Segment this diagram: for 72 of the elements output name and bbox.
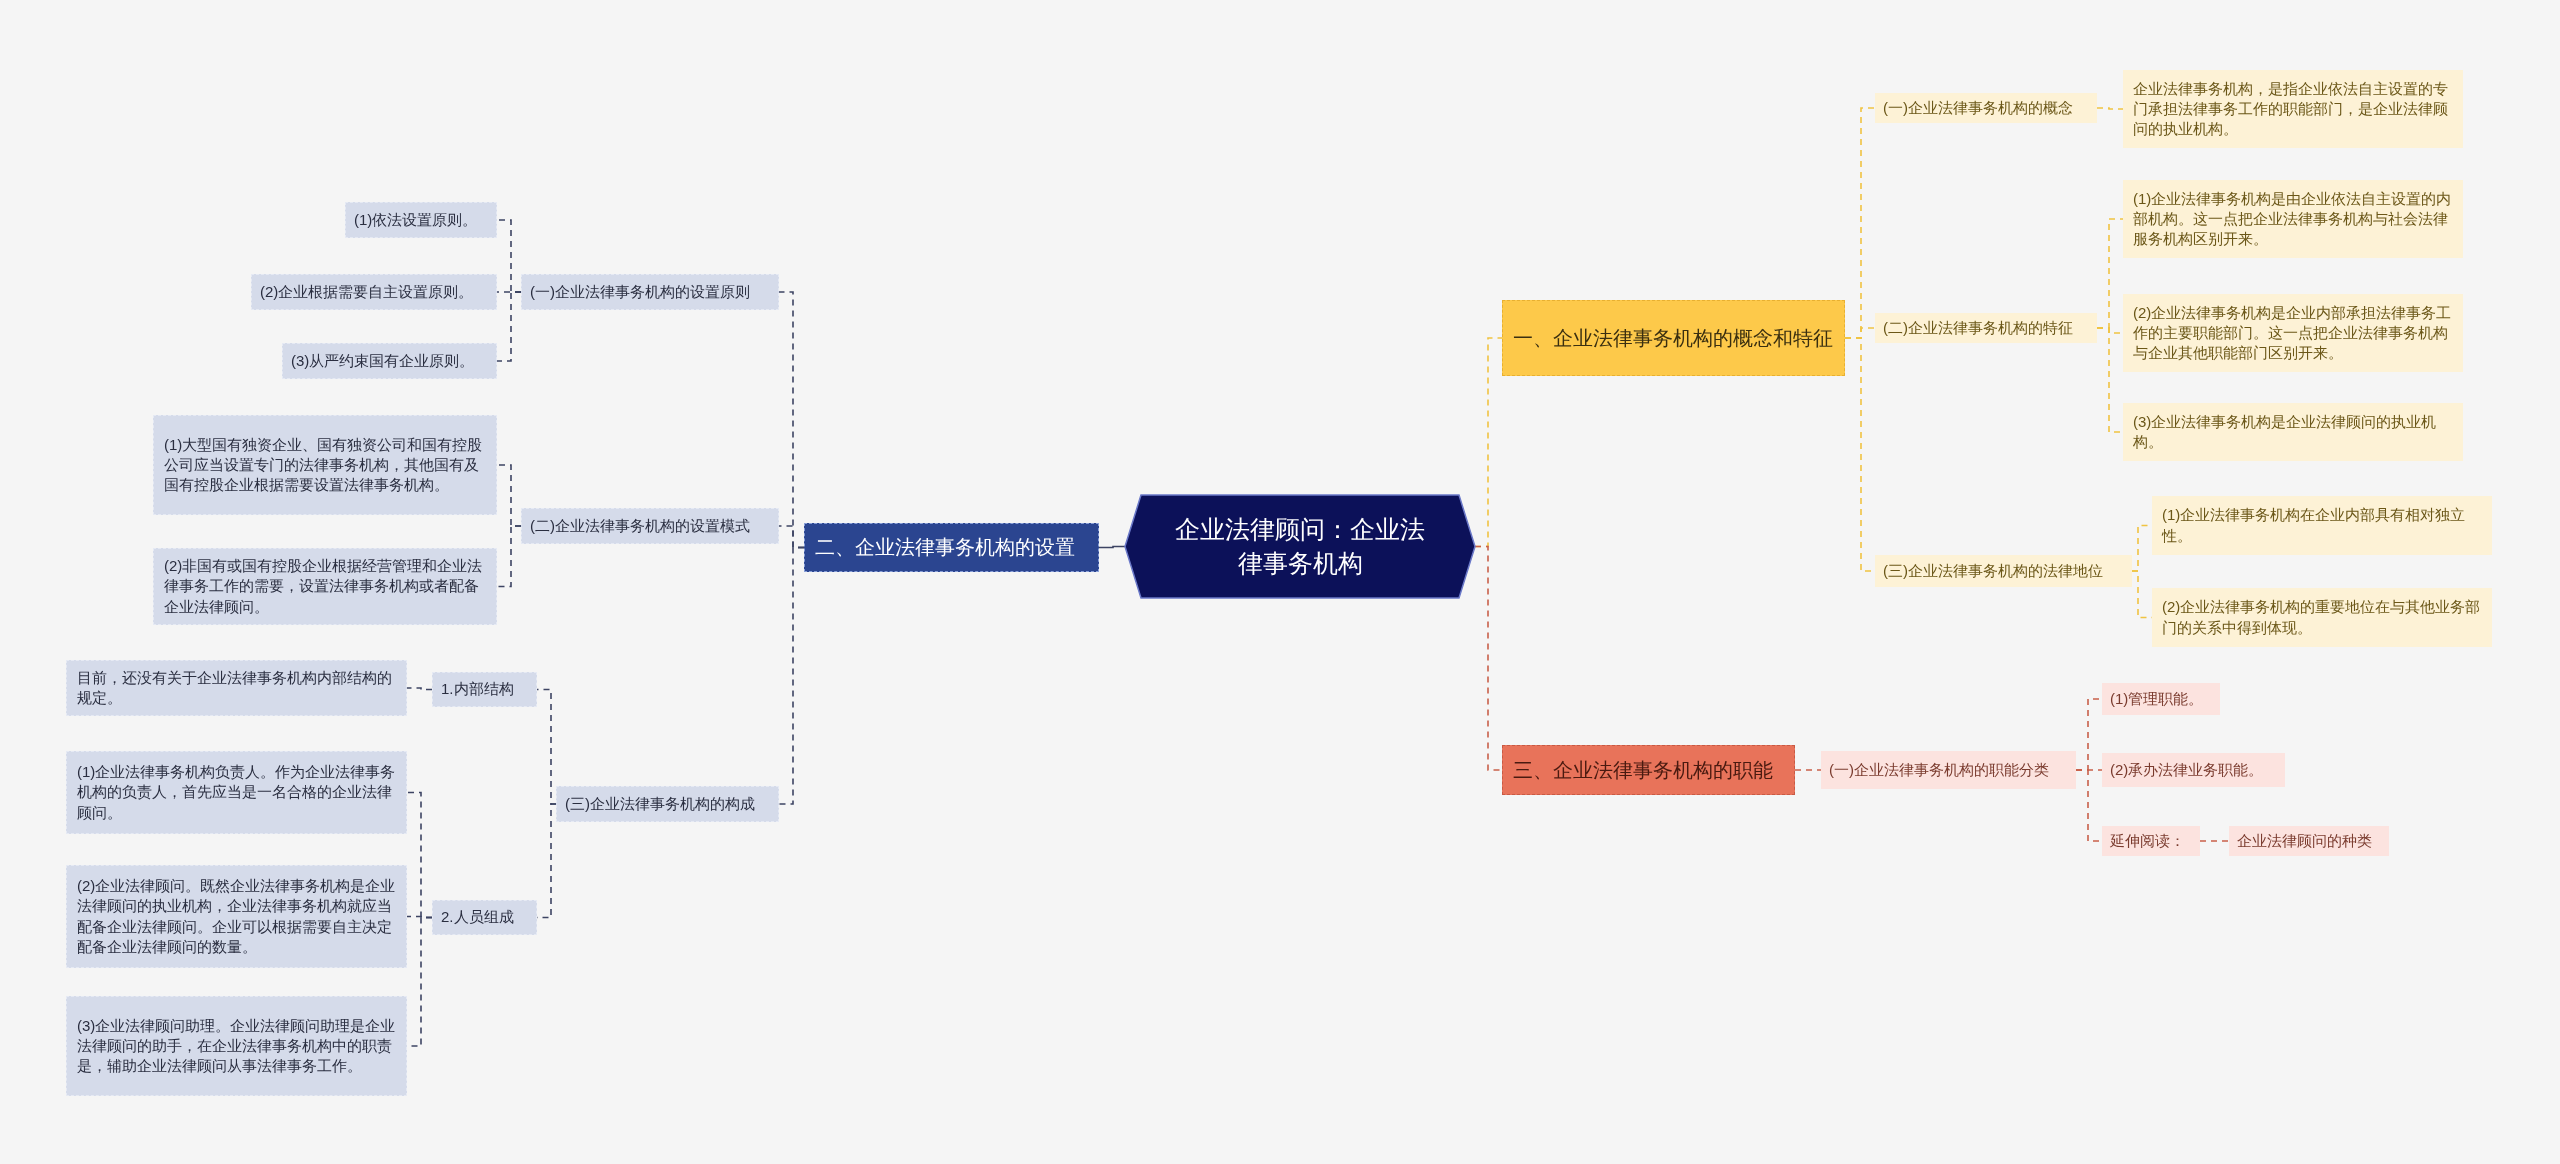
topic-text: (二)企业法律事务机构的特征 [1883, 317, 2073, 338]
topic-text: (1)依法设置原则。 [354, 209, 478, 230]
topic-text: (1)企业法律事务机构负责人。作为企业法律事务机构的负责人，首先应当是一名合格的企业法律顾问。 [77, 762, 396, 823]
detail-box [2123, 180, 2463, 258]
topic-text: (三)企业法律事务机构的构成 [565, 793, 755, 814]
topic-text: (1)管理职能。 [2110, 688, 2204, 709]
topic-text: 目前，还没有关于企业法律事务机构内部结构的规定。 [77, 667, 393, 708]
topic-text: (一)企业法律事务机构的设置原则 [530, 281, 750, 302]
connector-line [2199, 840, 2230, 842]
topic-text: (2)企业法律事务机构的重要地位在与其他业务部门的关系中得到体现。 [2162, 597, 2482, 638]
detail-box [66, 996, 407, 1096]
detail-box [66, 865, 407, 968]
subtopic-box [432, 672, 537, 707]
topic-text: 三、企业法律事务机构的职能 [1513, 757, 1773, 783]
detail-box [2123, 403, 2463, 461]
topic-text: 企业法律事务机构，是指企业依法自主设置的专门承担法律事务工作的职能部门，是企业法律顾问的执业机构。 [2133, 78, 2449, 140]
subtopic-box [251, 274, 497, 310]
topic-text: 企业法律顾问的种类 [2237, 830, 2372, 851]
topic-text: (三)企业法律事务机构的法律地位 [1883, 560, 2103, 581]
topic-text: (一)企业法律事务机构的职能分类 [1829, 759, 2049, 780]
topic-text: (2)非国有或国有控股企业根据经营管理和企业法律事务工作的需要，设置法律事务机构或者配备企业法律顾问。 [164, 556, 484, 617]
detail-box [66, 660, 407, 716]
topic-text: (二)企业法律事务机构的设置模式 [530, 515, 750, 536]
topic-text: 一、企业法律事务机构的概念和特征 [1513, 325, 1833, 351]
subtopic-box [556, 786, 779, 822]
main-topic-box [1502, 300, 1845, 376]
detail-box [2152, 496, 2492, 555]
subtopic-box [432, 900, 537, 935]
topic-text: (1)企业法律事务机构在企业内部具有相对独立性。 [2162, 505, 2467, 546]
topic-text: (3)企业法律顾问助理。企业法律顾问助理是企业法律顾问的助手，在企业法律事务机构中的职责是，辅助企业法律顾问从事法律事务工作。 [77, 1015, 396, 1077]
topic-text: (2)企业法律顾问。既然企业法律事务机构是企业法律顾问的执业机构，企业法律事务机构就应当配备企业法律顾问。企业可以根据需要自主决定配备企业法律顾问的数量。 [77, 876, 396, 957]
subtopic-box [1875, 555, 2132, 587]
topic-text: (1)大型国有独资企业、国有独资公司和国有控股公司应当设置专门的法律事务机构，其他国有及国有控股企业根据需要设置法律事务机构。 [164, 434, 484, 496]
detail-box [2123, 294, 2463, 372]
detail-box [153, 415, 497, 515]
topic-text: (2)企业根据需要自主设置原则。 [260, 281, 474, 302]
connector-line [496, 291, 522, 362]
subtopic-box [282, 343, 497, 379]
connector-line [2096, 107, 2124, 110]
detail-box [2152, 588, 2492, 647]
topic-text: (3)从严约束国有企业原则。 [291, 350, 475, 371]
subtopic-box [1875, 93, 2097, 123]
central-topic-hexagon [1125, 495, 1475, 598]
topic-text: 1.内部结构 [441, 679, 514, 700]
connector-line [778, 546, 805, 805]
detail-box [2229, 826, 2389, 856]
connector-line [496, 525, 522, 588]
subtopic-box [521, 508, 779, 544]
detail-box [153, 548, 497, 625]
detail-box [2102, 826, 2200, 856]
topic-text: (3)企业法律事务机构是企业法律顾问的执业机构。 [2133, 411, 2438, 452]
topic-text: 2.人员组成 [441, 907, 514, 928]
subtopic-box [521, 274, 779, 310]
connector-line [1474, 545, 1503, 771]
topic-text: (一)企业法律事务机构的概念 [1883, 97, 2073, 118]
detail-box [66, 751, 407, 834]
connector-line [1098, 545, 1126, 549]
subtopic-box [1821, 751, 2076, 789]
topic-text: (1)企业法律事务机构是由企业依法自主设置的内部机构。这一点把企业法律事务机构与社会法律服务机构区别开来。 [2133, 188, 2453, 250]
topic-text: (2)承办法律业务职能。 [2110, 759, 2264, 780]
subtopic-box [345, 202, 497, 238]
connector-line [1794, 769, 1822, 771]
subtopic-box [1875, 313, 2097, 343]
topic-text: 二、企业法律事务机构的设置 [815, 535, 1075, 560]
connector-line [406, 687, 433, 691]
topic-text: 延伸阅读： [2110, 830, 2185, 851]
topic-text: (2)企业法律事务机构是企业内部承担法律事务工作的主要职能部门。这一点把企业法律事务机构与企业其他职能部门区别开来。 [2133, 302, 2453, 364]
detail-box [2123, 70, 2463, 148]
detail-box [2102, 753, 2285, 787]
topic-text: 企业法律顾问：企业法律事务机构 [1174, 513, 1426, 579]
main-topic-box [1502, 745, 1795, 795]
main-topic-box [804, 523, 1099, 572]
